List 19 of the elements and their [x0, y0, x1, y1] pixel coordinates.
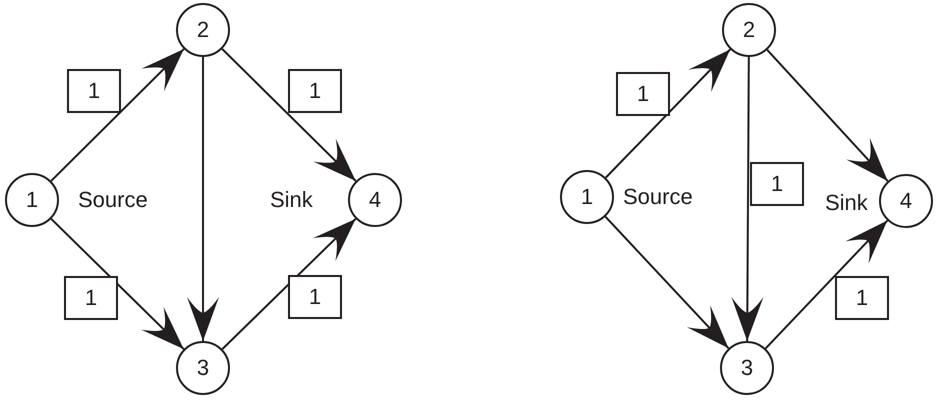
- edge-label: 1: [616, 72, 670, 116]
- node-circle: 2: [176, 3, 230, 57]
- node-caption: Sink: [270, 187, 313, 213]
- node-caption: Sink: [825, 190, 868, 216]
- edge-label: 1: [288, 275, 342, 319]
- edge-label: 1: [835, 276, 889, 320]
- node-circle: 1: [5, 173, 59, 227]
- node-circle: 3: [176, 341, 230, 395]
- edge-label: 1: [750, 162, 804, 206]
- node-circle: 4: [348, 173, 402, 227]
- node-circle: 2: [722, 3, 776, 57]
- node-circle: 3: [720, 341, 774, 395]
- edge-label: 1: [67, 69, 121, 113]
- node-circle: 1: [560, 170, 614, 224]
- node-caption: Source: [623, 184, 693, 210]
- edge-label: 1: [288, 69, 342, 113]
- edge-label: 1: [64, 276, 118, 320]
- node-caption: Source: [78, 187, 148, 213]
- node-circle: 4: [879, 174, 933, 228]
